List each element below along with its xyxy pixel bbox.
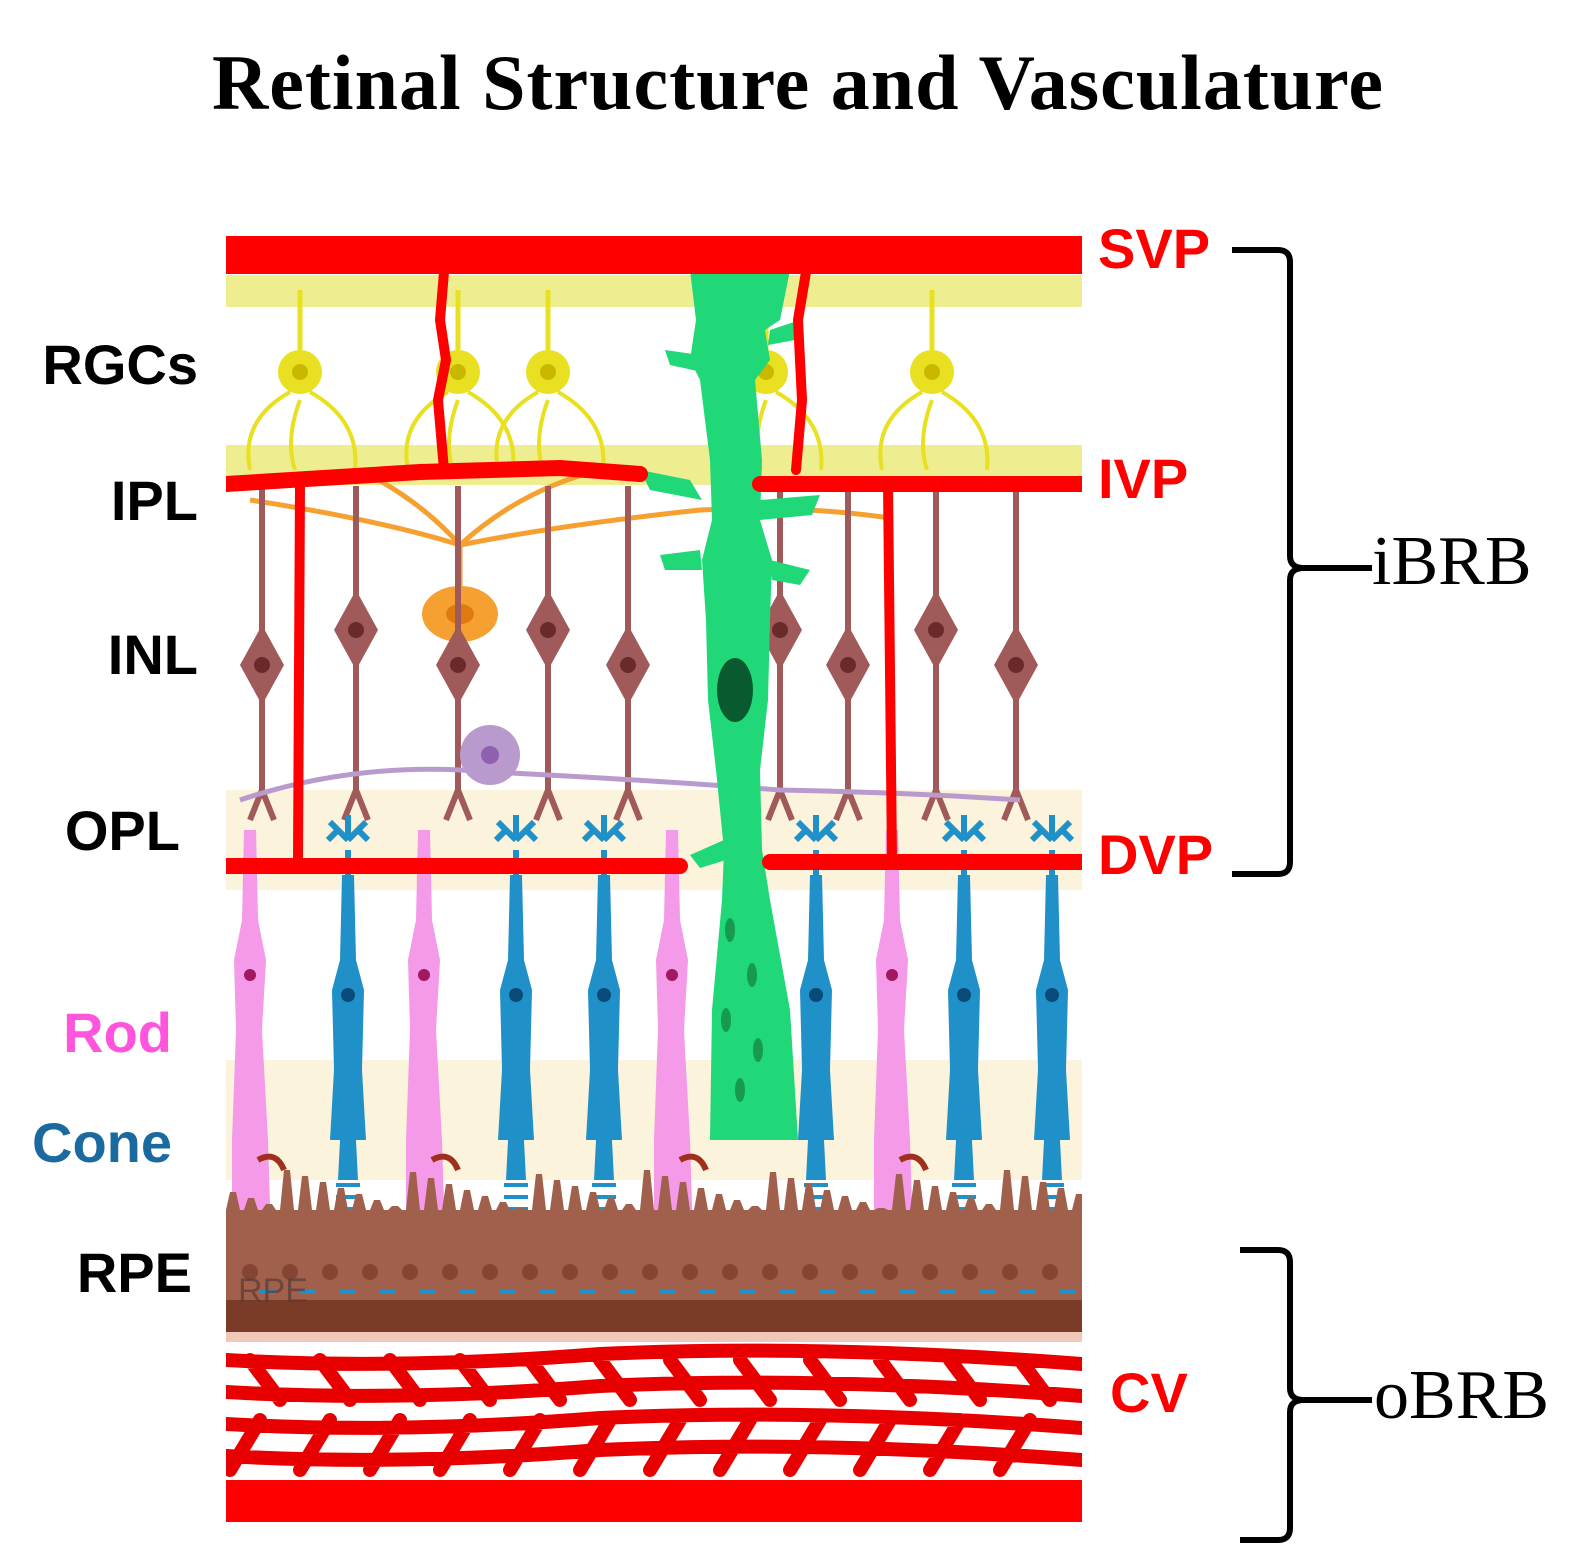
nerve-fiber-band bbox=[226, 275, 1082, 307]
bipolar-nucleus bbox=[348, 622, 364, 638]
bipolar-process bbox=[341, 486, 371, 822]
rpe-melanin bbox=[242, 1264, 258, 1280]
bipolar-cells bbox=[240, 486, 1038, 822]
bipolar-nucleus bbox=[840, 657, 856, 673]
bipolar-process bbox=[833, 486, 863, 822]
cone-cell bbox=[946, 875, 982, 1180]
rod-nucleus bbox=[886, 969, 898, 981]
ganglion-nucleus bbox=[292, 364, 308, 380]
label-dvp: DVP bbox=[1098, 823, 1214, 886]
rpe-inner-label: RPE bbox=[238, 1272, 308, 1310]
cone-nucleus bbox=[597, 988, 611, 1002]
ibrb-bracket bbox=[1232, 247, 1372, 877]
rod-nucleus bbox=[666, 969, 678, 981]
rpe-melanin bbox=[642, 1264, 658, 1280]
rpe-melanin bbox=[322, 1264, 338, 1280]
bipolar-nucleus bbox=[540, 622, 556, 638]
label-ibrb: iBRB bbox=[1372, 523, 1532, 600]
rod-tip bbox=[898, 1153, 929, 1172]
rpe-melanin bbox=[602, 1264, 618, 1280]
muller-glia bbox=[640, 270, 820, 1140]
ganglion-dendrite bbox=[878, 390, 990, 471]
label-ipl: IPL bbox=[110, 469, 198, 532]
rpe-melanin bbox=[482, 1264, 498, 1280]
ganglion-nucleus bbox=[450, 364, 466, 380]
label-svp: SVP bbox=[1098, 217, 1211, 280]
bipolar-nucleus bbox=[928, 622, 944, 638]
bipolar-nucleus bbox=[1008, 657, 1024, 673]
rpe-melanin bbox=[1002, 1264, 1018, 1280]
rpe-melanin bbox=[802, 1264, 818, 1280]
rpe-melanin bbox=[882, 1264, 898, 1280]
cone-cell bbox=[330, 875, 366, 1180]
rpe-melanin bbox=[762, 1264, 778, 1280]
bipolar-process bbox=[533, 486, 563, 822]
rpe-melanin bbox=[402, 1264, 418, 1280]
rpe-melanin bbox=[282, 1264, 298, 1280]
bipolar-process bbox=[613, 486, 643, 822]
svp-branch-left bbox=[432, 267, 452, 475]
vasculature bbox=[226, 236, 1082, 874]
label-cone: Cone bbox=[32, 1111, 172, 1174]
label-cv: CV bbox=[1110, 1361, 1188, 1424]
bipolar-nucleus bbox=[254, 657, 270, 673]
label-rgcs: RGCs bbox=[42, 333, 198, 396]
horizontal-nucleus bbox=[481, 746, 499, 764]
svp-vessel bbox=[226, 236, 1082, 274]
ganglion-nucleus bbox=[540, 364, 556, 380]
label-opl: OPL bbox=[64, 799, 180, 862]
rod-tip bbox=[256, 1153, 287, 1172]
rod-tip bbox=[678, 1153, 709, 1172]
bipolar-process bbox=[443, 486, 473, 822]
ganglion-dendrite bbox=[246, 390, 358, 471]
label-rod: Rod bbox=[63, 1001, 172, 1064]
cone-nucleus bbox=[957, 988, 971, 1002]
rpe-melanin bbox=[362, 1264, 378, 1280]
bipolar-process bbox=[1001, 486, 1031, 822]
label-rpe: RPE bbox=[76, 1241, 192, 1304]
photoreceptors bbox=[232, 815, 1075, 1270]
rpe-melanin bbox=[962, 1264, 978, 1280]
cone-nucleus bbox=[341, 988, 355, 1002]
ganglion-nucleus bbox=[924, 364, 940, 380]
rpe-melanin bbox=[522, 1264, 538, 1280]
cone-cell bbox=[1034, 875, 1070, 1180]
bipolar-nucleus bbox=[620, 657, 636, 673]
ivp-vessel bbox=[226, 459, 1082, 492]
cone-nucleus bbox=[1045, 988, 1059, 1002]
svp-branch-right bbox=[791, 267, 811, 475]
choroidal-vasculature bbox=[226, 1342, 1082, 1522]
dvp-vessel bbox=[226, 854, 1082, 874]
obrb-bracket bbox=[1240, 1247, 1372, 1543]
rod-nucleus bbox=[244, 969, 256, 981]
bipolar-process bbox=[921, 486, 951, 822]
rpe-layer: RPE bbox=[226, 1170, 1082, 1342]
rpe-melanin bbox=[442, 1264, 458, 1280]
rpe-melanin bbox=[722, 1264, 738, 1280]
cone-cell bbox=[798, 875, 834, 1180]
rpe-melanin bbox=[682, 1264, 698, 1280]
rpe-melanin bbox=[562, 1264, 578, 1280]
label-ivp: IVP bbox=[1098, 447, 1189, 510]
rpe-melanin bbox=[922, 1264, 938, 1280]
bipolar-nucleus bbox=[772, 622, 788, 638]
rod-nucleus bbox=[418, 969, 430, 981]
rod-tip bbox=[430, 1153, 461, 1172]
bipolar-process bbox=[765, 486, 795, 822]
cone-cell bbox=[498, 875, 534, 1180]
cone-cell bbox=[586, 875, 622, 1180]
bipolar-process bbox=[247, 486, 277, 822]
diagram-title: Retinal Structure and Vasculature bbox=[211, 39, 1385, 126]
cone-nucleus bbox=[809, 988, 823, 1002]
bipolar-nucleus bbox=[450, 657, 466, 673]
cone-nucleus bbox=[509, 988, 523, 1002]
rpe-melanin bbox=[842, 1264, 858, 1280]
label-obrb: oBRB bbox=[1374, 1357, 1550, 1434]
rpe-melanin bbox=[1042, 1264, 1058, 1280]
label-inl: INL bbox=[107, 623, 198, 686]
